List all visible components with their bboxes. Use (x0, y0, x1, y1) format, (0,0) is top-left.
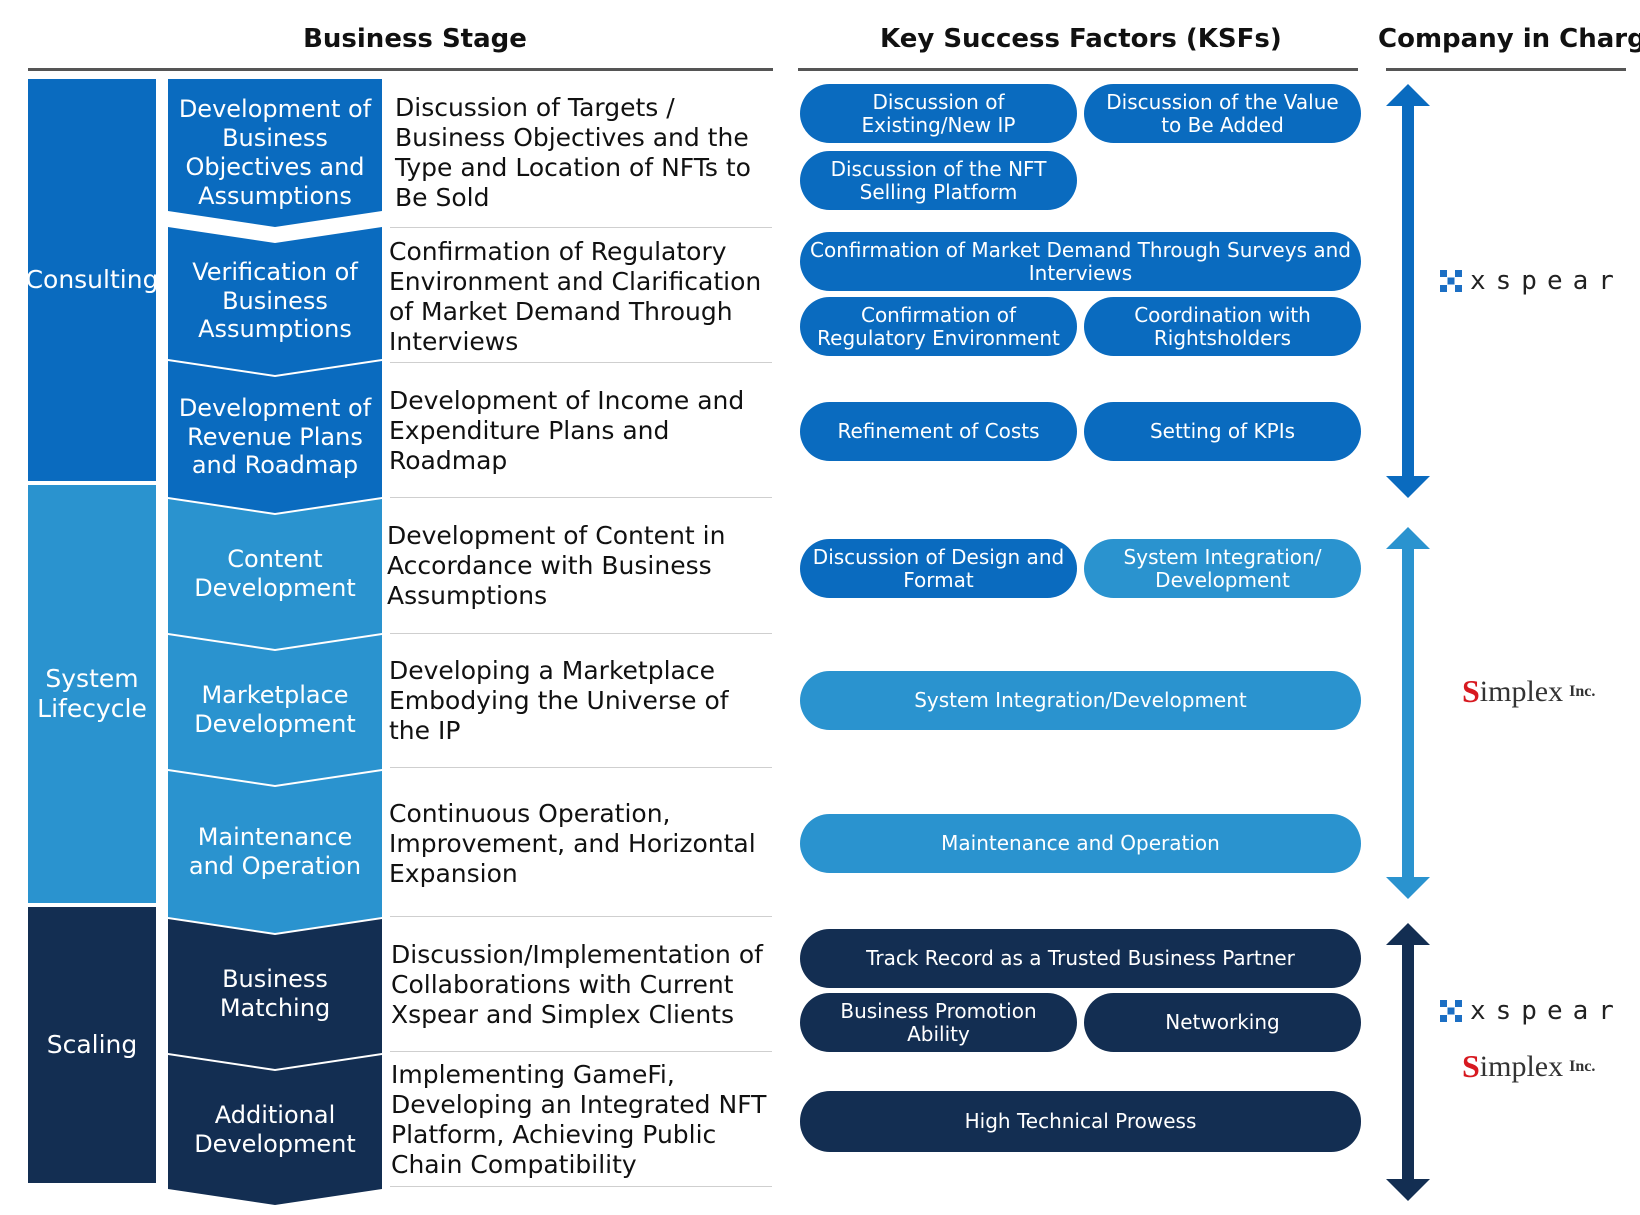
simplex-wordmark: implex (1479, 1049, 1564, 1083)
row-divider (390, 916, 772, 917)
stage-label: Verification of Business Assumptions (192, 257, 358, 344)
stage-label: Content Development (194, 545, 356, 602)
stage-chevron: Verification of Business Assumptions (168, 227, 382, 375)
stage-description: Discussion of Targets / Business Objecti… (395, 93, 751, 212)
row-divider (390, 1186, 772, 1187)
ksf-pill: Confirmation of Regulatory Environment (800, 297, 1077, 356)
chevron-shape (168, 227, 382, 375)
ksf-pill: Discussion of the Value to Be Added (1084, 84, 1361, 143)
ksf-pill: Refinement of Costs (800, 402, 1077, 461)
ksf-pill: Confirmation of Market Demand Through Su… (800, 232, 1361, 291)
ksf-pill: High Technical Prowess (800, 1091, 1361, 1152)
chevron-shape (168, 499, 382, 649)
stage-label: Business Matching (219, 965, 331, 1022)
ksf-pill: Business Promotion Ability (800, 993, 1077, 1052)
ksf-pill: Coordination with Rightsholders (1084, 297, 1361, 356)
ksf-pill: System Integration/Development (800, 671, 1361, 730)
header-rule-ksf (798, 68, 1358, 71)
row-divider (390, 497, 772, 498)
row-divider (390, 767, 772, 768)
stage-chevron: Business Matching (168, 919, 382, 1069)
ksf-pill: Discussion of the NFT Selling Platform (800, 151, 1077, 210)
row-divider (390, 1051, 772, 1052)
stage-description: Discussion/Implementation of Collaborati… (391, 940, 763, 1029)
row-divider (390, 633, 772, 634)
chevron-shape (168, 1055, 382, 1205)
xspear-wordmark: xspear (1470, 266, 1624, 296)
stage-chevron: Content Development (168, 499, 382, 649)
stage-chevron: Development of Business Objectives and A… (168, 79, 382, 227)
header-rule-stage (28, 68, 773, 71)
header-ksf: Key Success Factors (KSFs) (880, 24, 1282, 54)
simplex-inc: Inc. (1569, 1057, 1596, 1075)
stage-chevron: Marketplace Development (168, 635, 382, 785)
ksf-pill: Discussion of Design and Format (800, 539, 1077, 598)
header-rule-company (1386, 68, 1626, 71)
double-arrow-icon (1386, 527, 1430, 899)
ksf-pill: System Integration/ Development (1084, 539, 1361, 598)
ksf-pill: Discussion of Existing/New IP (800, 84, 1077, 143)
phase-consulting: Consulting (26, 79, 158, 481)
chevron-shape (168, 919, 382, 1069)
row-divider (390, 227, 772, 228)
simplex-s: S (1462, 673, 1480, 709)
xspear-mark-icon (1440, 1000, 1462, 1022)
phase-scaling: Scaling (28, 907, 156, 1183)
ksf-pill: Setting of KPIs (1084, 402, 1361, 461)
stage-chevron: Maintenance and Operation (168, 771, 382, 933)
stage-label: Maintenance and Operation (188, 823, 362, 880)
ksf-pill: Track Record as a Trusted Business Partn… (800, 929, 1361, 988)
xspear-mark-icon (1440, 270, 1462, 292)
xspear-logo: xspear (1440, 266, 1624, 296)
stage-label: Development of Business Objectives and A… (178, 95, 372, 210)
stage-description: Implementing GameFi, Developing an Integ… (391, 1060, 767, 1179)
ksf-pill: Maintenance and Operation (800, 814, 1361, 873)
phase-system-lifecycle: System Lifecycle (28, 485, 156, 903)
simplex-inc: Inc. (1569, 682, 1596, 700)
stage-label: Development of Revenue Plans and Roadmap (178, 393, 372, 480)
simplex-wordmark: implex (1479, 674, 1564, 708)
chevron-shape (168, 361, 382, 513)
simplex-s: S (1462, 1048, 1480, 1084)
header-company: Company in Charge (1378, 24, 1640, 54)
xspear-logo: xspear (1440, 996, 1624, 1026)
stage-description: Developing a Marketplace Embodying the U… (389, 656, 729, 745)
double-arrow-icon (1386, 84, 1430, 498)
chevron-shape (168, 635, 382, 785)
chevron-shape (168, 771, 382, 933)
stage-label: Marketplace Development (194, 681, 356, 738)
stage-description: Continuous Operation, Improvement, and H… (389, 799, 756, 888)
stage-label: Additional Development (194, 1101, 356, 1158)
stage-description: Development of Income and Expenditure Pl… (389, 386, 745, 475)
stage-chevron: Development of Revenue Plans and Roadmap (168, 361, 382, 513)
stage-chevron: Additional Development (168, 1055, 382, 1205)
row-divider (390, 362, 772, 363)
xspear-wordmark: xspear (1470, 996, 1624, 1026)
stage-description: Development of Content in Accordance wit… (387, 521, 726, 610)
ksf-pill: Networking (1084, 993, 1361, 1052)
header-business-stage: Business Stage (303, 24, 527, 54)
stage-description: Confirmation of Regulatory Environment a… (389, 237, 762, 356)
chevron-shape (168, 79, 382, 227)
double-arrow-icon (1386, 923, 1430, 1201)
